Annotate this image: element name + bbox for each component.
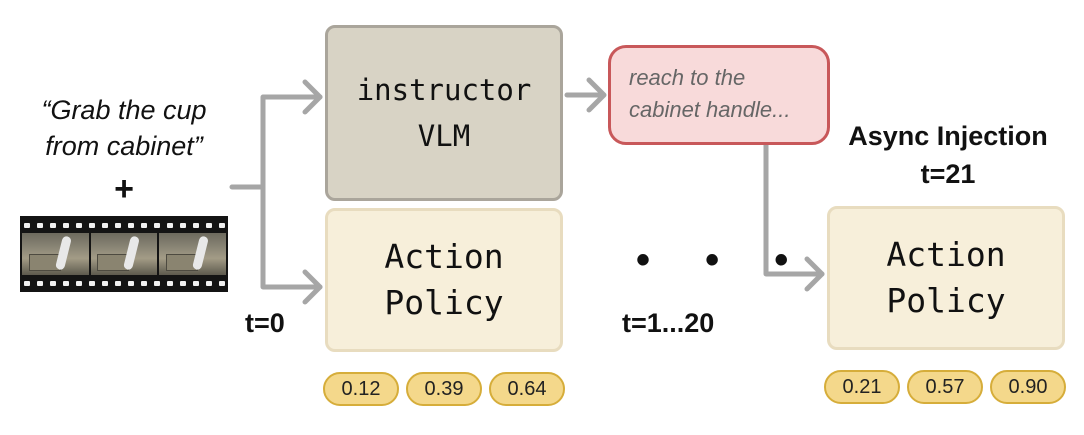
- instructor-vlm-box: instructor VLM: [325, 25, 563, 201]
- arrowhead-policy-left: [302, 269, 323, 305]
- action-chip: 0.57: [907, 370, 983, 404]
- video-frame-2: [90, 233, 158, 275]
- policy-left-line-1: Action: [384, 237, 504, 276]
- arrowhead-vlm: [302, 79, 323, 115]
- video-frame-3: [159, 233, 227, 275]
- vlm-label-line-1: instructor: [356, 73, 532, 107]
- language-instruction: “Grab the cup from cabinet”: [0, 92, 248, 164]
- video-filmstrip: [20, 216, 228, 292]
- action-chip: 0.64: [489, 372, 565, 406]
- action-chip: 0.21: [824, 370, 900, 404]
- bubble-to-policy-arrow: [763, 142, 825, 277]
- subtask-instruction-bubble: reach to the cabinet handle...: [608, 45, 830, 145]
- ellipsis-dots: • • •: [636, 238, 811, 282]
- action-chip: 0.39: [406, 372, 482, 406]
- injection-line-2: t=21: [920, 159, 976, 189]
- bubble-line-2: cabinet handle...: [629, 97, 791, 122]
- arrowhead-bubble: [586, 77, 607, 113]
- injection-line-1: Async Injection: [848, 121, 1048, 151]
- policy-right-line-2: Policy: [886, 281, 1006, 320]
- video-frame-1: [22, 233, 89, 275]
- action-chip: 0.12: [323, 372, 399, 406]
- async-injection-label: Async Injection t=21: [828, 117, 1068, 193]
- time-label-t1-20: t=1...20: [622, 308, 715, 338]
- action-chip: 0.90: [990, 370, 1066, 404]
- instruction-line-2: from cabinet”: [45, 131, 203, 161]
- branch-to-policy-arrow: [260, 184, 323, 290]
- policy-right-line-1: Action: [886, 235, 1006, 274]
- action-policy-box-t0: Action Policy: [325, 208, 563, 352]
- instruction-line-1: “Grab the cup: [41, 95, 207, 125]
- vlm-label-line-2: VLM: [417, 119, 471, 153]
- action-policy-box-t21: Action Policy: [827, 206, 1065, 350]
- time-label-t0: t=0: [245, 308, 285, 338]
- input-to-branch-arrow: [229, 94, 323, 190]
- policy-left-line-2: Policy: [384, 283, 504, 322]
- arrowhead-policy-right: [804, 256, 825, 292]
- bubble-line-1: reach to the: [629, 65, 746, 90]
- plus-sign: +: [114, 170, 134, 208]
